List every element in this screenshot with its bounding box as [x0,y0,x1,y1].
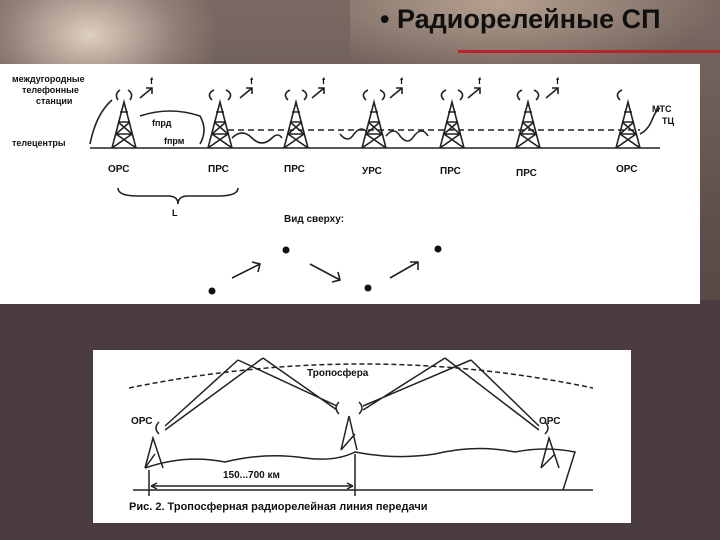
top-view-arrow-1 [231,261,261,279]
ors-right-tower [540,435,560,469]
arrow-f-3 [311,87,325,99]
ors-left-antenna [155,421,160,435]
top-view-arrow-3 [389,261,419,279]
ors-left-label: ОРС [131,416,152,427]
label-intercity-1: междугородные [12,74,85,84]
station-label-7: ОРС [616,164,637,175]
distance-arrow [148,454,356,496]
label-f-2: f [250,76,254,86]
label-f-prm: fпрм [164,136,185,146]
station-labels: ОРС ПРС ПРС УРС ПРС ПРС ОРС [108,164,637,179]
tower-urs [361,89,387,149]
station-label-2: ПРС [208,164,229,175]
middle-antennas [335,401,363,415]
tower-prs-2 [283,89,309,149]
troposphere-diagram-svg: Тропосфера ОРС ОРС 150...700 км Рис. 2. … [128,357,594,513]
label-f-prd: fпрд [152,118,172,128]
station-label-5: ПРС [440,166,461,177]
label-top-view: Вид сверху: [284,214,344,225]
span-brace [117,187,239,205]
ors-left-tower [144,435,164,469]
feeder-line-left [89,99,113,145]
arrow-f-4 [389,87,403,99]
label-f-5: f [478,76,482,86]
tower-ors-left [111,89,137,149]
arrow-f-1 [139,87,153,99]
radio-relay-diagram: междугородные телефонные станции телецен… [0,64,700,304]
troposphere-arc [128,363,594,389]
distance-label: 150...700 км [223,470,280,481]
feeder-line-right [639,107,661,135]
ground-profile [144,447,576,491]
arrow-f-6 [545,87,559,99]
hop-wave-3 [339,128,369,140]
label-intercity-3: станции [36,96,72,106]
beam-right [362,357,540,431]
slide-title: • Радиорелейные СП [380,4,661,34]
tower-ors-right [615,89,641,149]
arrow-f-2 [239,87,253,99]
label-f-6: f [556,76,560,86]
tower-prs-3 [439,89,465,149]
label-f-4: f [400,76,404,86]
label-f-3: f [322,76,326,86]
label-L: L [172,208,178,218]
station-label-1: ОРС [108,164,129,175]
station-label-3: ПРС [284,164,305,175]
hop-wave-4 [385,130,429,142]
troposphere-label: Тропосфера [307,367,369,379]
station-label-6: ПРС [516,168,537,179]
middle-tower [340,415,358,451]
ors-right-label: ОРС [539,416,560,427]
top-view-dots [208,245,442,295]
label-mts: МТС [652,104,672,114]
hop-wave-1 [139,110,205,145]
arrow-f-5 [467,87,481,99]
label-f-1: f [150,76,154,86]
troposphere-diagram: Тропосфера ОРС ОРС 150...700 км Рис. 2. … [93,350,631,523]
top-view-arrow-2 [309,263,341,283]
tower-prs-4 [515,89,541,149]
beam-left [164,357,338,431]
radio-relay-diagram-svg: междугородные телефонные станции телецен… [12,74,674,295]
figure-caption: Рис. 2. Тропосферная радиорелейная линия… [129,501,428,513]
label-tc: ТЦ [662,116,674,126]
station-label-4: УРС [362,166,382,177]
ors-right-antenna [544,421,549,435]
label-intercity-2: телефонные [22,85,79,95]
hop-wave-2 [231,132,283,144]
label-tv-centers: телецентры [12,138,66,148]
tower-prs-1 [207,89,233,149]
title-underline [458,50,720,53]
